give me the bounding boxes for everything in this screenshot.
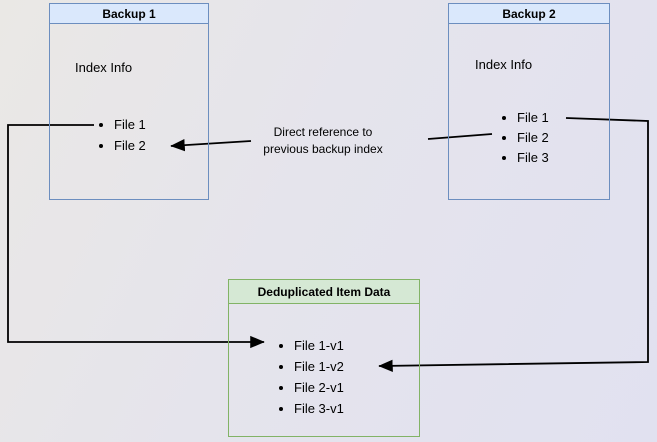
backup1-title: Backup 1 — [50, 4, 208, 24]
file-item: File 1-v1 — [294, 335, 344, 356]
file-item: File 1-v2 — [294, 356, 344, 377]
backup1-file-list: File 1 File 2 — [101, 114, 146, 156]
backup2-title: Backup 2 — [449, 4, 609, 24]
edge-label: Direct reference to previous backup inde… — [263, 125, 383, 156]
file-item: File 1 — [114, 114, 146, 135]
file-item: File 2 — [114, 135, 146, 156]
file-item: File 1 — [517, 108, 549, 128]
file-item: File 3 — [517, 148, 549, 168]
backup1-node: Backup 1 Index Info File 1 File 2 — [49, 3, 209, 200]
dedup-file-list: File 1-v1 File 1-v2 File 2-v1 File 3-v1 — [281, 335, 344, 419]
file-item: File 2 — [517, 128, 549, 148]
backup2-index-label: Index Info — [475, 57, 533, 72]
backup2-node: Backup 2 Index Info File 1 File 2 File 3 — [448, 3, 610, 200]
backup2-file-list: File 1 File 2 File 3 — [504, 108, 549, 168]
dedup-title: Deduplicated Item Data — [229, 280, 419, 304]
backup1-index-label: Index Info — [75, 60, 133, 75]
file-item: File 3-v1 — [294, 398, 344, 419]
dedup-node: Deduplicated Item Data File 1-v1 File 1-… — [228, 279, 420, 437]
file-item: File 2-v1 — [294, 377, 344, 398]
